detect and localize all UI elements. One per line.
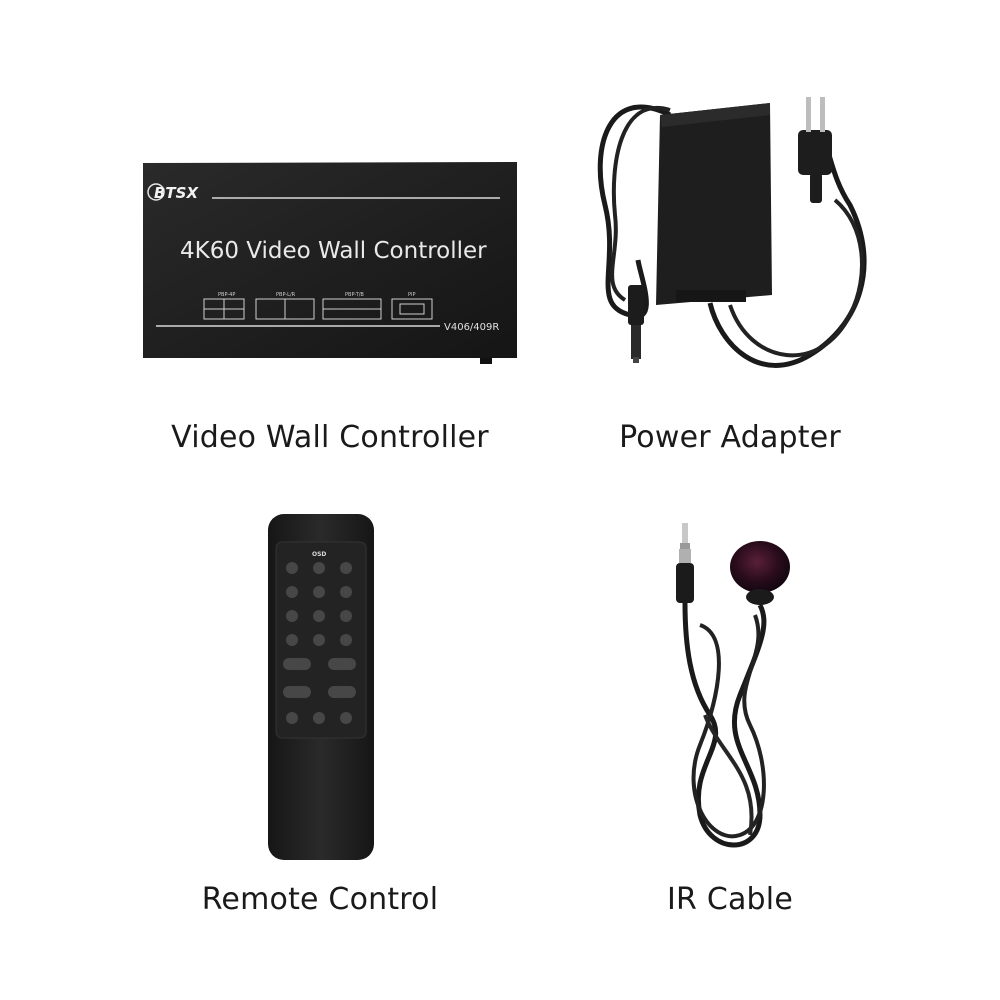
mode-label-pip: PIP [408, 292, 416, 298]
mode-label-pbp4p: PBP-4P [218, 292, 235, 298]
caption-video-wall-controller: Video Wall Controller [171, 420, 489, 455]
caption-ir-cable: IR Cable [667, 882, 793, 917]
caption-remote-control: Remote Control [201, 882, 439, 917]
ir-cable-icon [676, 523, 790, 848]
mode-label-pbptb: PBP-T/B [345, 292, 364, 298]
video-wall-controller-icon: BTSX 4K60 Video Wall Controller PBP-4P P… [143, 162, 517, 364]
power-adapter-image [580, 85, 880, 385]
video-wall-controller-image: BTSX 4K60 Video Wall Controller PBP-4P P… [140, 160, 520, 370]
caption-power-adapter: Power Adapter [619, 420, 841, 455]
osd-label: OSD [312, 551, 326, 558]
power-adapter-icon [597, 97, 867, 368]
controller-title: 4K60 Video Wall Controller [180, 238, 487, 264]
model-number: V406/409R [444, 322, 499, 333]
ir-cable-image [660, 515, 810, 865]
brand-logo: BTSX [154, 184, 199, 202]
remote-control-icon: OSD [268, 514, 374, 860]
mode-label-pbplr: PBP-L/R [276, 292, 296, 298]
remote-control-image: OSD [266, 512, 376, 862]
